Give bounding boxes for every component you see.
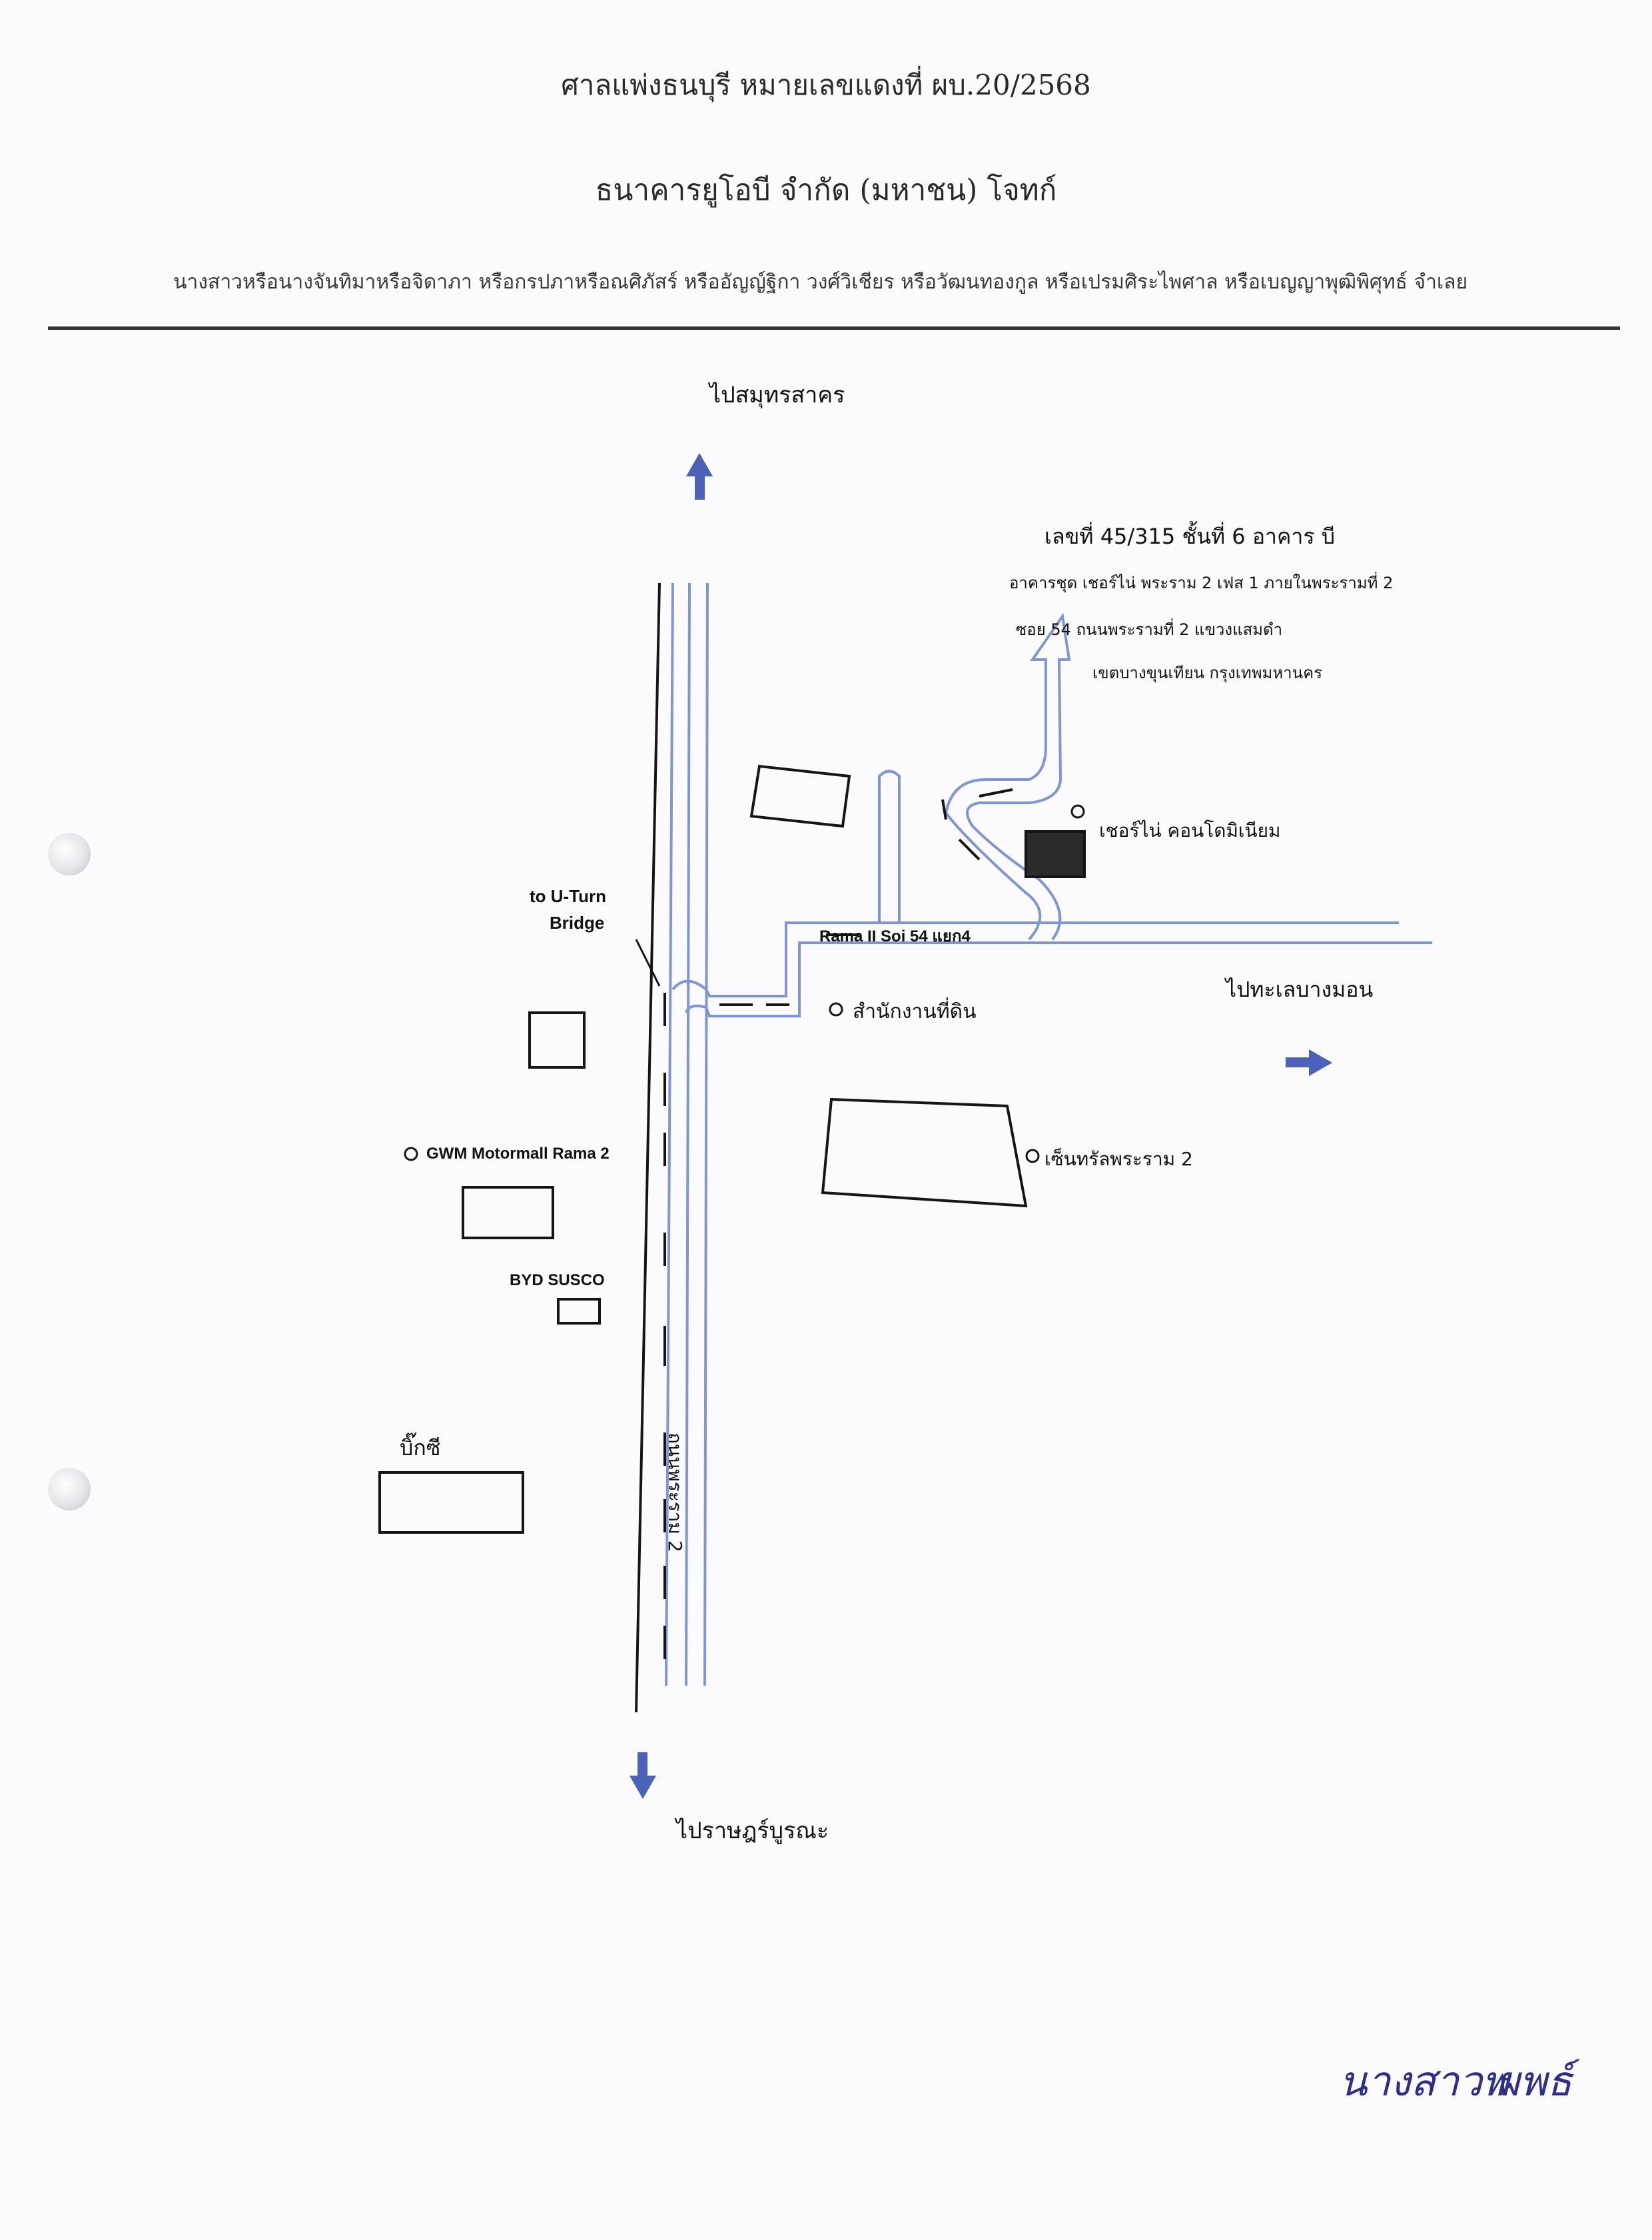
pin-central [1025,1149,1040,1163]
label-uturn-line-1: to U-Turn [530,886,607,906]
building-big-c [378,1471,524,1534]
address-line-3: ซอย 54 ถนนพระรามที่ 2 แขวงแสมดำ [1016,620,1283,639]
arrow-south [629,1752,656,1799]
direction-arrows [629,453,1332,1799]
label-uturn-line-2: Bridge [550,913,605,933]
label-to-samut-sakhon: ไปสมุทรสาคร [709,382,845,408]
signature-part-2: ผพธ์ [1495,2057,1573,2105]
plaintiff-name: ธนาคารยูโอบี จำกัด (มหาชน) โจทก์ [595,173,1057,207]
building-byd [557,1298,601,1325]
buildings [378,764,1028,1534]
court-case-number: ศาลแพ่งธนบุรี หมายเลขแดงที่ ผบ.20/2568 [561,69,1091,101]
pin-land-office [829,1002,843,1017]
building-central [821,1097,1028,1208]
location-pins [404,804,1085,1163]
signature-part-1: นางสาวพ [1339,2057,1509,2105]
label-land-office: สำนักงานที่ดิน [853,1000,977,1023]
punch-hole-upper [48,833,91,875]
label-central-rama-2: เซ็นทรัลพระราม 2 [1044,1148,1193,1170]
main-road-east-edge [703,582,709,1686]
label-byd-susco: BYD SUSCO [510,1271,605,1289]
soi-route-arrows [719,788,1013,1006]
label-rama-2-road: ถนนพระราม 2 [664,1432,686,1552]
uturn-and-soi-south-edge [685,941,1432,1017]
condo-access-road [944,612,1071,941]
building-near-uturn [528,1011,586,1069]
pin-gwm [404,1147,418,1161]
address-line-2: อาคารชุด เชอร์ไน่ พระราม 2 เฟส 1 ภายในพร… [1009,574,1394,592]
label-big-c: บิ๊กซี [400,1435,441,1460]
label-gwm-motormall: GWM Motormall Rama 2 [426,1145,610,1163]
main-road-west-edge [635,582,661,1713]
label-soi-54: Rama II Soi 54 แยก4 [819,927,971,945]
label-to-rat-burana: ไปราษฎร์บูรณะ [676,1818,829,1844]
header-divider [48,326,1620,330]
punch-hole-lower [48,1468,91,1510]
address-line-4: เขตบางขุนเทียน กรุงเทพมหานคร [1092,664,1323,682]
main-road-lane-2 [685,582,691,1686]
condo-building [1025,830,1086,878]
building-gwm [462,1186,554,1239]
label-condominium: เชอร์ไน่ คอนโดมิเนียม [1099,820,1281,841]
arrow-north [686,453,713,500]
main-road-lane-1 [665,582,674,1686]
pin-condo [1070,804,1085,819]
address-line-1: เลขที่ 45/315 ชั้นที่ 6 อาคาร บี [1044,524,1336,549]
building-north-soi [749,764,851,828]
defendant-names: นางสาวหรือนางจันทิมาหรือจิดาภา หรือกรปภา… [173,271,1468,294]
arrow-east [1286,1049,1332,1076]
side-soi-branch [878,770,901,923]
label-to-thale-bang-mon: ไปทะเลบางมอน [1226,977,1374,1002]
uturn-and-soi-north-edge [671,921,1399,997]
uturn-pointer-line [635,939,661,987]
